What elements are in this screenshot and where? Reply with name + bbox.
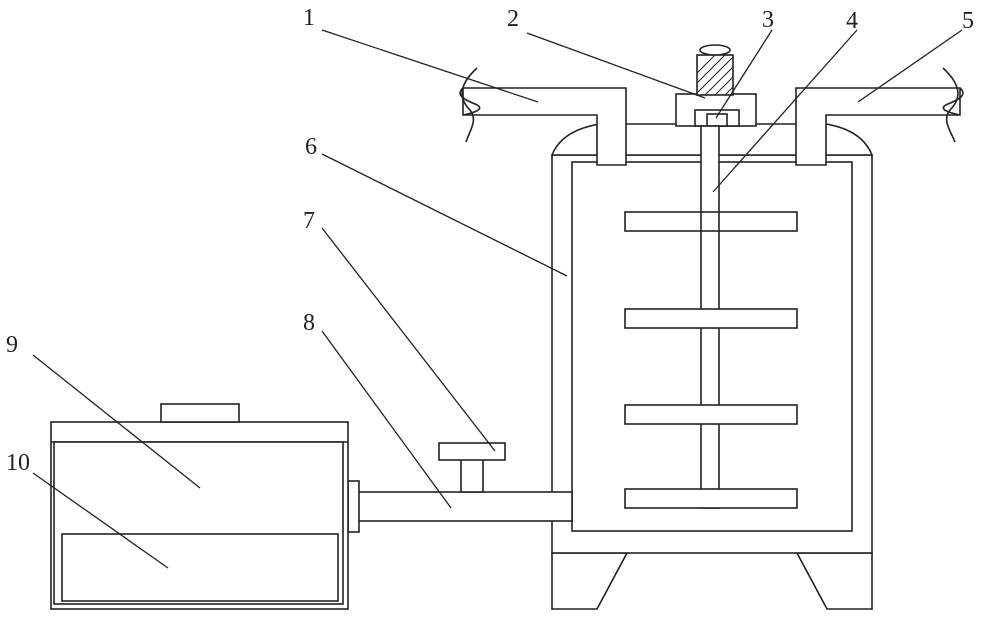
motor-hatching [697, 55, 733, 95]
label-2: 2 [507, 6, 519, 32]
label-1: 1 [303, 5, 315, 31]
collecting-box [50, 403, 349, 610]
blade-4 [624, 488, 798, 509]
pipe-break-left-inner [461, 67, 478, 143]
leader-3 [715, 29, 773, 119]
blade-1 [624, 211, 798, 232]
motor-cap [699, 44, 731, 56]
label-3: 3 [762, 7, 774, 33]
leader-1 [321, 29, 539, 103]
pipe-flange [347, 480, 360, 533]
right-leg [795, 552, 873, 610]
filter-layer [61, 533, 339, 602]
motor-assembly [675, 44, 757, 127]
valve-stem [460, 458, 484, 493]
outlet-pipe [311, 480, 573, 533]
label-5: 5 [962, 8, 974, 34]
leader-10 [32, 472, 169, 569]
stirrer [624, 125, 798, 509]
blade-2 [624, 308, 798, 329]
leader-7 [321, 227, 496, 452]
inlet-pipe-left [459, 67, 627, 166]
label-7: 7 [303, 208, 315, 234]
left-leg [551, 552, 629, 610]
leader-5 [857, 29, 963, 103]
label-8: 8 [303, 310, 315, 336]
leader-9 [32, 354, 201, 489]
blade-3 [624, 404, 798, 425]
pipe-break-right-inner [942, 67, 959, 143]
leader-8 [321, 330, 452, 509]
leader-4 [712, 29, 858, 193]
leader-lines [32, 29, 963, 569]
label-10: 10 [6, 450, 30, 476]
pipe-break-left-outer [459, 87, 481, 116]
label-9: 9 [6, 332, 18, 358]
tank-legs [551, 552, 873, 610]
part-labels: 1 2 3 4 5 6 7 8 9 10 [6, 5, 974, 476]
label-4: 4 [846, 8, 858, 34]
leader-6 [321, 153, 568, 277]
valve [438, 442, 506, 493]
box-handle [160, 403, 240, 423]
valve-handle [438, 442, 506, 461]
inlet-pipe-right [795, 67, 964, 166]
label-6: 6 [305, 134, 317, 160]
leader-2 [526, 32, 706, 99]
